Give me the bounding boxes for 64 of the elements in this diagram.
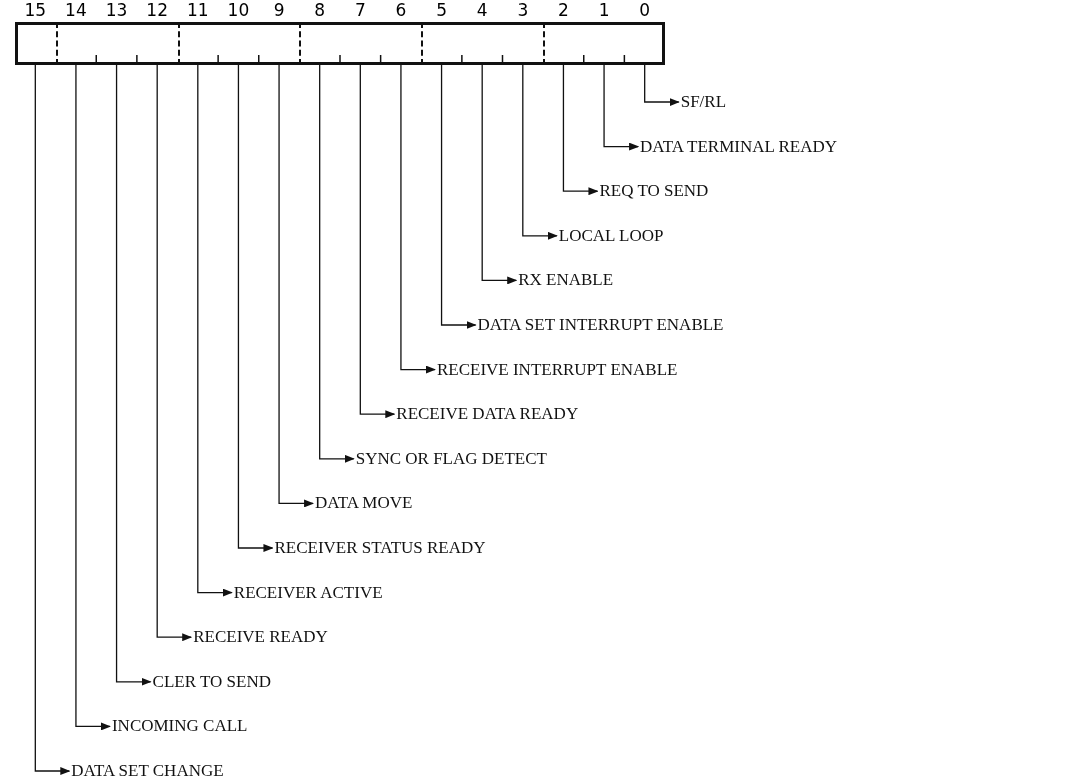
bit-cell bbox=[624, 22, 665, 65]
leader-arrow bbox=[197, 64, 233, 597]
leader-arrow bbox=[359, 64, 396, 419]
leader-arrow bbox=[115, 64, 152, 686]
leader-arrow bbox=[34, 64, 71, 775]
bit-number: 0 bbox=[638, 0, 652, 20]
bit-cell bbox=[461, 22, 503, 65]
bit-cell bbox=[258, 22, 300, 65]
bit-cell bbox=[543, 22, 584, 65]
bit-cell bbox=[136, 22, 178, 65]
bit-field-label: LOCAL LOOP bbox=[558, 225, 664, 246]
bit-field-label: SYNC OR FLAG DETECT bbox=[355, 448, 547, 469]
bit-field-label: RECEIVER STATUS READY bbox=[274, 538, 486, 558]
bit-field-label: SF/RL bbox=[680, 92, 727, 112]
bit-number: 12 bbox=[145, 0, 169, 20]
bit-field-label: INCOMING CALL bbox=[111, 716, 248, 737]
bit-cell bbox=[15, 22, 56, 65]
bit-number: 5 bbox=[435, 0, 448, 20]
bit-field-label: DATA SET INTERRUPT ENABLE bbox=[477, 315, 724, 335]
bit-cell bbox=[177, 22, 219, 65]
bit-cell bbox=[218, 22, 259, 65]
bit-cell bbox=[340, 22, 381, 65]
bit-field-label: CLER TO SEND bbox=[152, 671, 271, 692]
bit-field-label: DATA MOVE bbox=[315, 493, 413, 514]
leader-arrow bbox=[481, 64, 518, 285]
leader-arrow bbox=[75, 64, 111, 731]
bit-field-label: RECEIVER ACTIVE bbox=[233, 582, 383, 603]
leader-arrow bbox=[237, 64, 274, 552]
leader-arrow bbox=[400, 64, 436, 374]
bit-number: 6 bbox=[394, 0, 408, 20]
bit-number: 9 bbox=[272, 0, 286, 20]
bit-number: 10 bbox=[226, 0, 251, 20]
leader-arrow bbox=[603, 64, 640, 151]
bit-number: 3 bbox=[516, 0, 530, 20]
leader-arrow bbox=[522, 64, 558, 240]
bit-number: 2 bbox=[557, 0, 570, 20]
bit-number: 14 bbox=[64, 0, 88, 20]
bit-cell bbox=[583, 22, 625, 65]
leader-arrow bbox=[156, 64, 193, 642]
bit-number: 13 bbox=[104, 0, 129, 20]
bit-number: 4 bbox=[475, 0, 489, 20]
bit-field-label: RECEIVE DATA READY bbox=[396, 404, 579, 425]
bit-number: 15 bbox=[23, 0, 48, 20]
bit-field-label: DATA SET CHANGE bbox=[71, 761, 224, 780]
bit-cell bbox=[55, 22, 97, 65]
bit-cell bbox=[502, 22, 544, 65]
bit-cell bbox=[421, 22, 462, 65]
leader-arrow bbox=[440, 64, 477, 329]
leader-arrow bbox=[562, 64, 599, 196]
bit-field-label: DATA TERMINAL READY bbox=[640, 136, 838, 157]
bit-field-label: RX ENABLE bbox=[518, 270, 614, 291]
bit-field-label: REQ TO SEND bbox=[599, 181, 709, 202]
bit-cell bbox=[380, 22, 422, 65]
bit-field-label: RECEIVE INTERRUPT ENABLE bbox=[436, 359, 678, 380]
bit-field-label: RECEIVE READY bbox=[193, 627, 328, 648]
bit-number: 11 bbox=[186, 0, 210, 20]
bit-number: 1 bbox=[597, 0, 611, 20]
bit-number: 7 bbox=[353, 0, 367, 20]
leader-arrow bbox=[319, 64, 355, 463]
bit-number: 8 bbox=[313, 0, 327, 20]
leader-arrow bbox=[644, 64, 680, 106]
bit-cell bbox=[299, 22, 340, 65]
bit-cell bbox=[96, 22, 137, 65]
leader-arrow bbox=[278, 64, 315, 508]
